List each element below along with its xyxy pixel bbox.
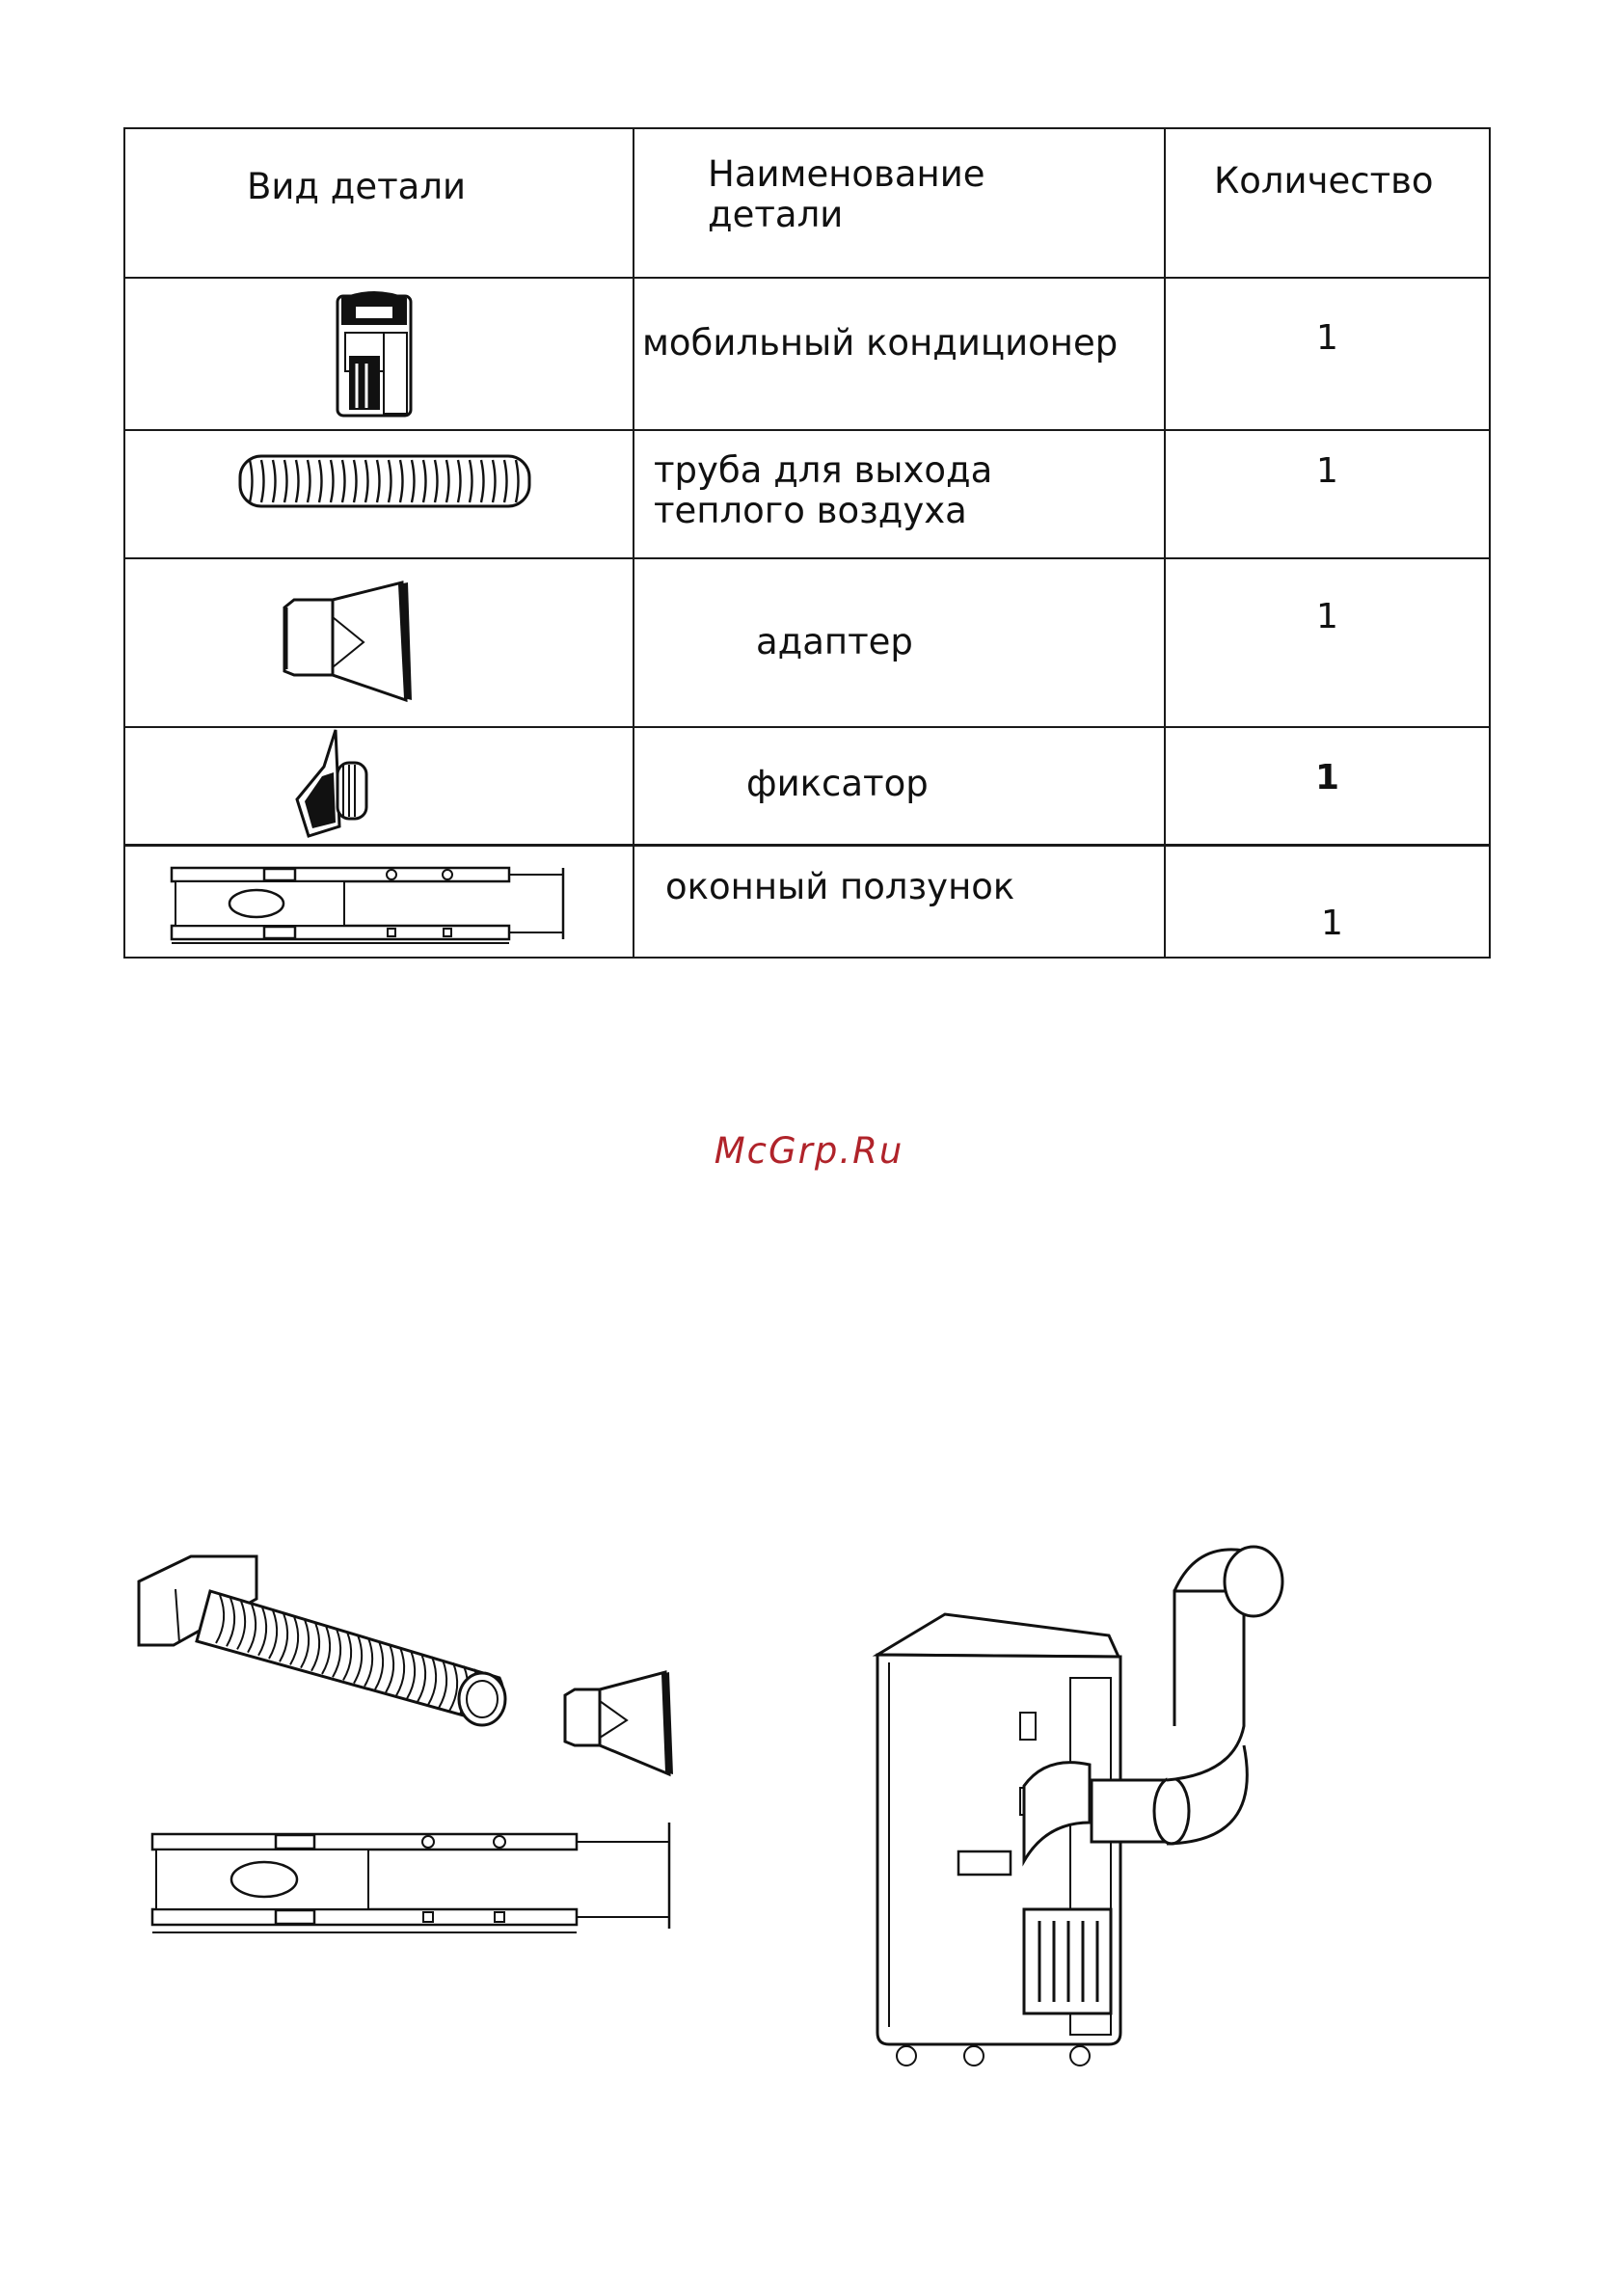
qty-cell: 1 [1165, 430, 1490, 558]
header-image-label: Вид детали [247, 166, 466, 208]
window-slider-icon [168, 856, 573, 949]
header-name-cell: Наименование детали [634, 128, 1165, 278]
table-header-row: Вид детали Наименование детали Количеств… [124, 128, 1490, 278]
part-quantity: 1 [1175, 903, 1489, 945]
header-qty-label: Количество [1214, 160, 1434, 203]
part-quantity: 1 [1166, 596, 1489, 638]
table-row: адаптер 1 [124, 558, 1490, 727]
header-image-cell: Вид детали [124, 128, 634, 278]
part-name: труба для выхода теплого воздуха [654, 450, 992, 531]
name-cell: адаптер [634, 558, 1165, 727]
header-name-label: Наименование детали [708, 154, 985, 235]
qty-cell: 1 [1165, 558, 1490, 727]
table-row: мобильный кондиционер 1 [124, 278, 1490, 430]
table-row: фиксатор 1 [124, 727, 1490, 845]
part-quantity: 1 [1166, 757, 1489, 799]
image-cell [124, 727, 634, 845]
part-name: оконный ползунок [665, 866, 1014, 908]
part-quantity: 1 [1166, 317, 1489, 360]
name-cell: мобильный кондиционер [634, 278, 1165, 430]
table-row: труба для выхода теплого воздуха 1 [124, 430, 1490, 558]
watermark: McGrp.Ru [0, 1130, 1618, 1172]
air-conditioner-icon [328, 286, 419, 421]
assembled-unit-illustration [849, 1533, 1292, 2073]
table-row: оконный ползунок 1 [124, 845, 1490, 958]
exhaust-hose-icon [236, 443, 535, 518]
part-name: фиксатор [746, 763, 929, 805]
parts-table: Вид детали Наименование детали Количеств… [123, 127, 1491, 959]
image-cell [124, 430, 634, 558]
image-cell [124, 558, 634, 727]
adapter-icon [275, 579, 419, 704]
hose-assembly-illustration [133, 1514, 692, 1967]
part-name: адаптер [756, 621, 913, 663]
name-cell: фиксатор [634, 727, 1165, 845]
qty-cell: 1 [1165, 278, 1490, 430]
image-cell [124, 845, 634, 958]
part-name: мобильный кондиционер [642, 322, 1118, 365]
qty-cell: 1 [1165, 727, 1490, 845]
name-cell: оконный ползунок [634, 845, 1165, 958]
qty-cell: 1 [1165, 845, 1490, 958]
clamp-icon [289, 728, 386, 842]
part-quantity: 1 [1166, 450, 1489, 493]
image-cell [124, 278, 634, 430]
name-cell: труба для выхода теплого воздуха [634, 430, 1165, 558]
header-qty-cell: Количество [1165, 128, 1490, 278]
